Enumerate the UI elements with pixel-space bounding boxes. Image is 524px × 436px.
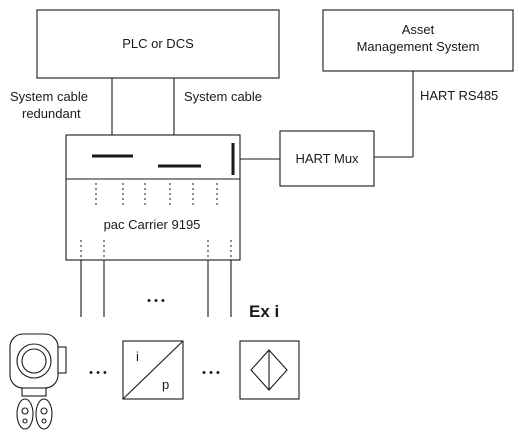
proximity-sensor-icon (239, 340, 300, 400)
ip-converter-icon: i p (122, 340, 184, 400)
system-cable-label: System cable (184, 89, 262, 104)
ex-i-label: Ex i (249, 302, 279, 321)
hart-mux-box: HART Mux (279, 130, 375, 187)
asset-management-box: Asset Management System (322, 9, 514, 72)
system-cable-redundant-label-line1: System cable (10, 89, 88, 104)
hart-rs485-label: HART RS485 (420, 88, 498, 103)
system-cable-redundant-label-line2: redundant (22, 106, 81, 121)
pressure-transmitter-icon (9, 333, 67, 430)
plc-dcs-box: PLC or DCS (36, 9, 280, 79)
pac-carrier: pac Carrier 9195 (65, 134, 241, 261)
ellipsis-right: • • • (202, 367, 220, 379)
plc-dcs-label: PLC or DCS (122, 36, 194, 51)
hart-mux-label: HART Mux (295, 151, 359, 166)
converter-input-label: i (136, 349, 139, 364)
pac-carrier-label: pac Carrier 9195 (104, 217, 201, 232)
asset-management-label-line2: Management System (357, 39, 480, 54)
asset-management-label-line1: Asset (402, 22, 435, 37)
converter-output-label: p (162, 377, 169, 392)
ellipsis-left: • • • (89, 367, 107, 379)
ellipsis-top: • • • (147, 295, 165, 307)
